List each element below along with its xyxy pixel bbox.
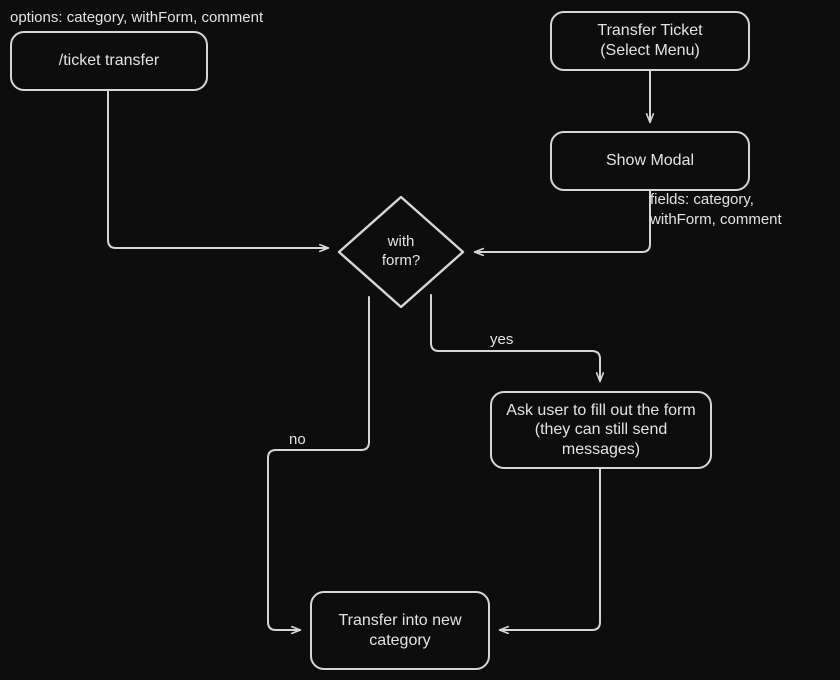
- annotation-options: options: category, withForm, comment: [10, 9, 264, 26]
- node-ticket-transfer-command[interactable]: /ticket transfer: [10, 31, 208, 91]
- node-ask-user-fill-form[interactable]: Ask user to fill out the form (they can …: [490, 391, 712, 469]
- edge-label-no: no: [289, 431, 306, 448]
- node-show-modal[interactable]: Show Modal: [550, 131, 750, 191]
- diamond-outline: [337, 195, 465, 309]
- node-with-form-decision[interactable]: with form?: [336, 194, 466, 310]
- edge-ask-user-to-transfer: [500, 468, 601, 630]
- node-transfer-into-new-category[interactable]: Transfer into new category: [310, 591, 490, 670]
- node-transfer-ticket-select-menu[interactable]: Transfer Ticket (Select Menu): [550, 11, 750, 71]
- edge-command-to-decision: [107, 90, 328, 248]
- edge-decision-no-to-transfer: [267, 296, 370, 630]
- node-with-form-decision-label: with form?: [381, 233, 421, 269]
- edge-modal-to-decision: [475, 190, 651, 252]
- annotation-fields: fields: category, withForm, comment: [650, 191, 782, 228]
- edge-label-yes: yes: [490, 331, 514, 348]
